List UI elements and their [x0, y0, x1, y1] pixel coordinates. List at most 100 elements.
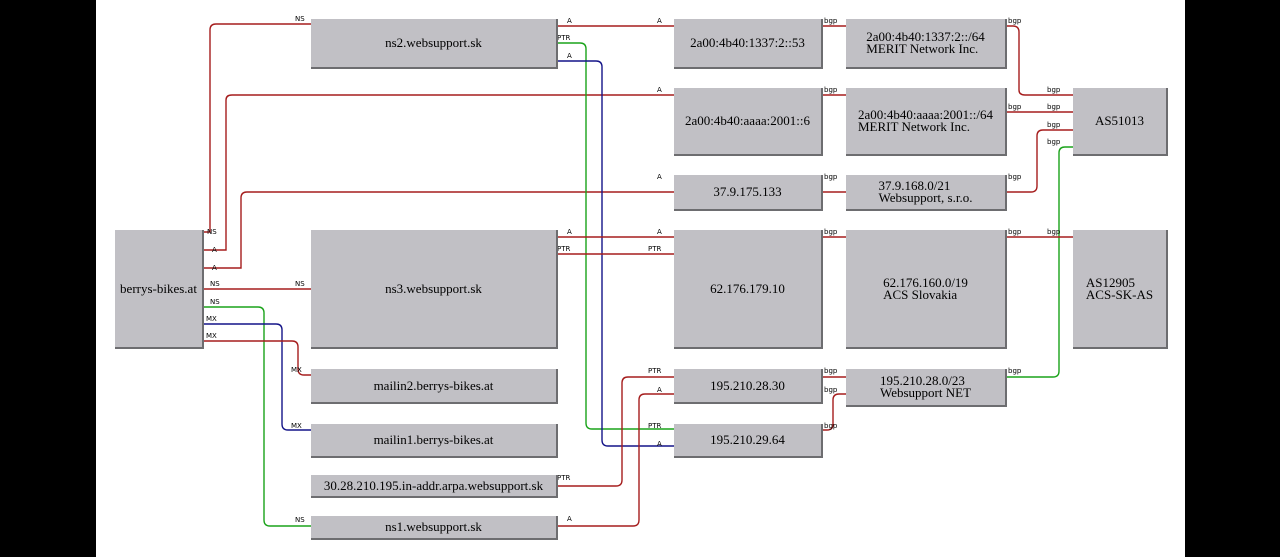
- edge-label-ns: NS: [210, 298, 220, 306]
- edge-label-bgp: bgp: [1008, 228, 1022, 236]
- edge-label-bgp: bgp: [824, 386, 838, 394]
- edge-label-bgp: bgp: [824, 422, 838, 430]
- edge-label-mx: MX: [206, 332, 217, 340]
- edge-prefix-1337-as: [1007, 25, 1073, 96]
- edge-label-mx: MX: [206, 315, 217, 323]
- edge-label-ns: NS: [295, 280, 305, 288]
- edge-label-mx: MX: [291, 366, 302, 374]
- node-ip6-53-label: 2a00:4b40:1337:2::53: [690, 35, 805, 50]
- edge-label-bgp: bgp: [1047, 86, 1061, 94]
- edge-domain-ip-37: [204, 191, 674, 269]
- node-ns1-label: ns1.websupport.sk: [385, 519, 482, 534]
- node-as51013[interactable]: AS51013: [1073, 88, 1168, 156]
- node-ip6-6[interactable]: 2a00:4b40:aaaa:2001::6: [674, 88, 823, 156]
- edge-label-a: A: [212, 246, 217, 254]
- edge-label-bgp: bgp: [824, 367, 838, 375]
- edge-label-a: A: [657, 440, 662, 448]
- node-prefix-aaaa-line1: 2a00:4b40:aaaa:2001::/64: [857, 107, 994, 122]
- node-prefix-1337-line1: 2a00:4b40:1337:2::/64: [866, 29, 985, 44]
- node-as51013-label: AS51013: [1094, 113, 1145, 128]
- edge-label-ns: NS: [295, 15, 305, 23]
- node-ip-195-28-30-label: 195.210.28.30: [710, 377, 785, 393]
- node-prefix-195-line2: Websupport NET: [879, 385, 972, 400]
- node-ip6-53[interactable]: 2a00:4b40:1337:2::53: [674, 19, 823, 69]
- node-prefix-aaaa-line2: MERIT Network Inc.: [857, 119, 971, 134]
- edge-label-bgp: bgp: [824, 17, 838, 25]
- edge-label-ptr: PTR: [648, 245, 661, 253]
- edge-label-ptr: PTR: [557, 34, 570, 42]
- node-ns3[interactable]: ns3.websupport.sk: [311, 230, 558, 349]
- edge-label-a: A: [657, 228, 662, 236]
- edge-label-a: A: [567, 52, 572, 60]
- node-mailin1[interactable]: mailin1.berrys-bikes.at: [311, 424, 558, 458]
- edge-label-a: A: [657, 386, 662, 394]
- node-ptrname-label: 30.28.210.195.in-addr.arpa.websupport.sk: [323, 477, 544, 493]
- node-ip-195-28-30[interactable]: 195.210.28.30: [674, 369, 823, 404]
- node-ns2[interactable]: ns2.websupport.sk: [311, 19, 558, 69]
- edge-label-bgp: bgp: [1047, 121, 1061, 129]
- edge-label-a: A: [657, 17, 662, 25]
- edge-domain-ns1: [204, 306, 311, 527]
- edge-ns2-ptr: [558, 42, 674, 430]
- edge-label-a: A: [657, 173, 662, 181]
- edge-prefix-195-as: [1007, 146, 1073, 378]
- node-prefix-195-line1: 195.210.28.0/23: [879, 373, 965, 388]
- edge-label-mx: MX: [291, 422, 302, 430]
- edge-label-ptr: PTR: [557, 474, 570, 482]
- edge-domain-ip6-6: [204, 94, 674, 251]
- node-ptrname[interactable]: 30.28.210.195.in-addr.arpa.websupport.sk: [311, 475, 558, 498]
- edge-label-bgp: bgp: [1008, 17, 1022, 25]
- node-prefix-37-9-line2: Websupport, s.r.o.: [878, 190, 973, 205]
- edge-label-ptr: PTR: [648, 422, 661, 430]
- node-mailin2-label: mailin2.berrys-bikes.at: [373, 377, 494, 393]
- edge-label-bgp: bgp: [1047, 138, 1061, 146]
- edge-label-bgp: bgp: [824, 86, 838, 94]
- edge-label-bgp: bgp: [1008, 103, 1022, 111]
- edge-label-ptr: PTR: [648, 367, 661, 375]
- node-ip-37[interactable]: 37.9.175.133: [674, 175, 823, 211]
- edge-domain-mailin2: [204, 340, 311, 376]
- node-as12905-line2: ACS-SK-AS: [1085, 286, 1154, 302]
- edge-label-a: A: [657, 86, 662, 94]
- node-domain-label: berrys-bikes.at: [120, 280, 197, 296]
- node-ns2-label: ns2.websupport.sk: [385, 35, 482, 50]
- edge-label-a: A: [212, 264, 217, 272]
- node-domain[interactable]: berrys-bikes.at: [115, 230, 204, 349]
- node-prefix-1337-line2: MERIT Network Inc.: [866, 41, 979, 56]
- node-ip-37-label: 37.9.175.133: [713, 184, 782, 199]
- edge-label-ns: NS: [210, 280, 220, 288]
- edge-label-bgp: bgp: [824, 228, 838, 236]
- edge-label-bgp: bgp: [1008, 367, 1022, 375]
- edge-label-ns: NS: [207, 228, 217, 236]
- edges-layer: NS NS A A A A NS NS NS NS MX MX MX MX A A PTR PTR A A A A PTR P…: [204, 15, 1073, 527]
- edge-label-a: A: [567, 228, 572, 236]
- edge-label-ptr: PTR: [557, 245, 570, 253]
- node-prefix-62-line2: ACS Slovakia: [883, 286, 958, 302]
- edge-domain-ns2: [204, 23, 311, 233]
- node-as12905-line1: AS12905: [1085, 274, 1136, 290]
- node-ip6-6-label: 2a00:4b40:aaaa:2001::6: [685, 113, 810, 128]
- edge-label-bgp: bgp: [1047, 228, 1061, 236]
- node-ip-62-label: 62.176.179.10: [710, 280, 785, 296]
- node-mailin2[interactable]: mailin2.berrys-bikes.at: [311, 369, 558, 404]
- edge-label-ns: NS: [295, 516, 305, 524]
- node-ip-195-29-64[interactable]: 195.210.29.64: [674, 424, 823, 458]
- node-ns3-label: ns3.websupport.sk: [385, 280, 482, 296]
- edge-label-bgp: bgp: [1008, 173, 1022, 181]
- diagram-canvas: NS NS A A A A NS NS NS NS MX MX MX MX A A PTR PTR A A A A PTR P…: [96, 0, 1185, 557]
- edge-ptrname-ip: [558, 376, 674, 487]
- node-mailin1-label: mailin1.berrys-bikes.at: [373, 432, 494, 447]
- edge-prefix-379-as: [1007, 129, 1073, 193]
- edge-label-a: A: [567, 515, 572, 523]
- node-ip-62[interactable]: 62.176.179.10: [674, 230, 823, 349]
- node-ip-195-29-64-label: 195.210.29.64: [710, 432, 785, 447]
- edge-label-a: A: [567, 17, 572, 25]
- node-ns1[interactable]: ns1.websupport.sk: [311, 516, 558, 540]
- edge-domain-mailin1: [204, 323, 311, 431]
